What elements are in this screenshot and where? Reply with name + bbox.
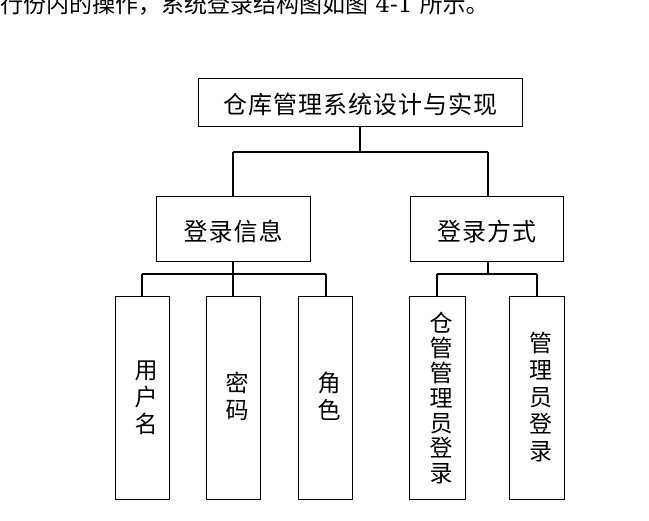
leaf-node-role: 角色 <box>298 296 353 500</box>
leaf-node-warehouse-admin-login: 仓管管理员登录 <box>409 296 466 500</box>
leaf-node-username: 用户名 <box>115 296 170 500</box>
leaf-node-label: 管理员登录 <box>524 330 551 466</box>
leaf-node-label: 仓管管理员登录 <box>425 310 451 486</box>
leaf-node-label: 用户名 <box>130 357 156 439</box>
branch-node-login-method: 登录方式 <box>410 196 564 262</box>
leaf-node-label: 角色 <box>313 371 339 425</box>
root-node: 仓库管理系统设计与实现 <box>198 78 523 127</box>
branch-node-label: 登录信息 <box>183 217 284 246</box>
leaf-node-admin-login: 管理员登录 <box>509 296 565 500</box>
leaf-node-password: 密码 <box>206 296 261 500</box>
branch-node-label: 登录方式 <box>437 217 537 246</box>
root-node-label: 仓库管理系统设计与实现 <box>223 91 498 119</box>
branch-node-login-info: 登录信息 <box>156 196 311 262</box>
leaf-node-label: 密码 <box>221 371 247 425</box>
intro-paragraph: 行份内的操作，系统登录结构图如图 4-1 所示。 <box>0 0 489 18</box>
